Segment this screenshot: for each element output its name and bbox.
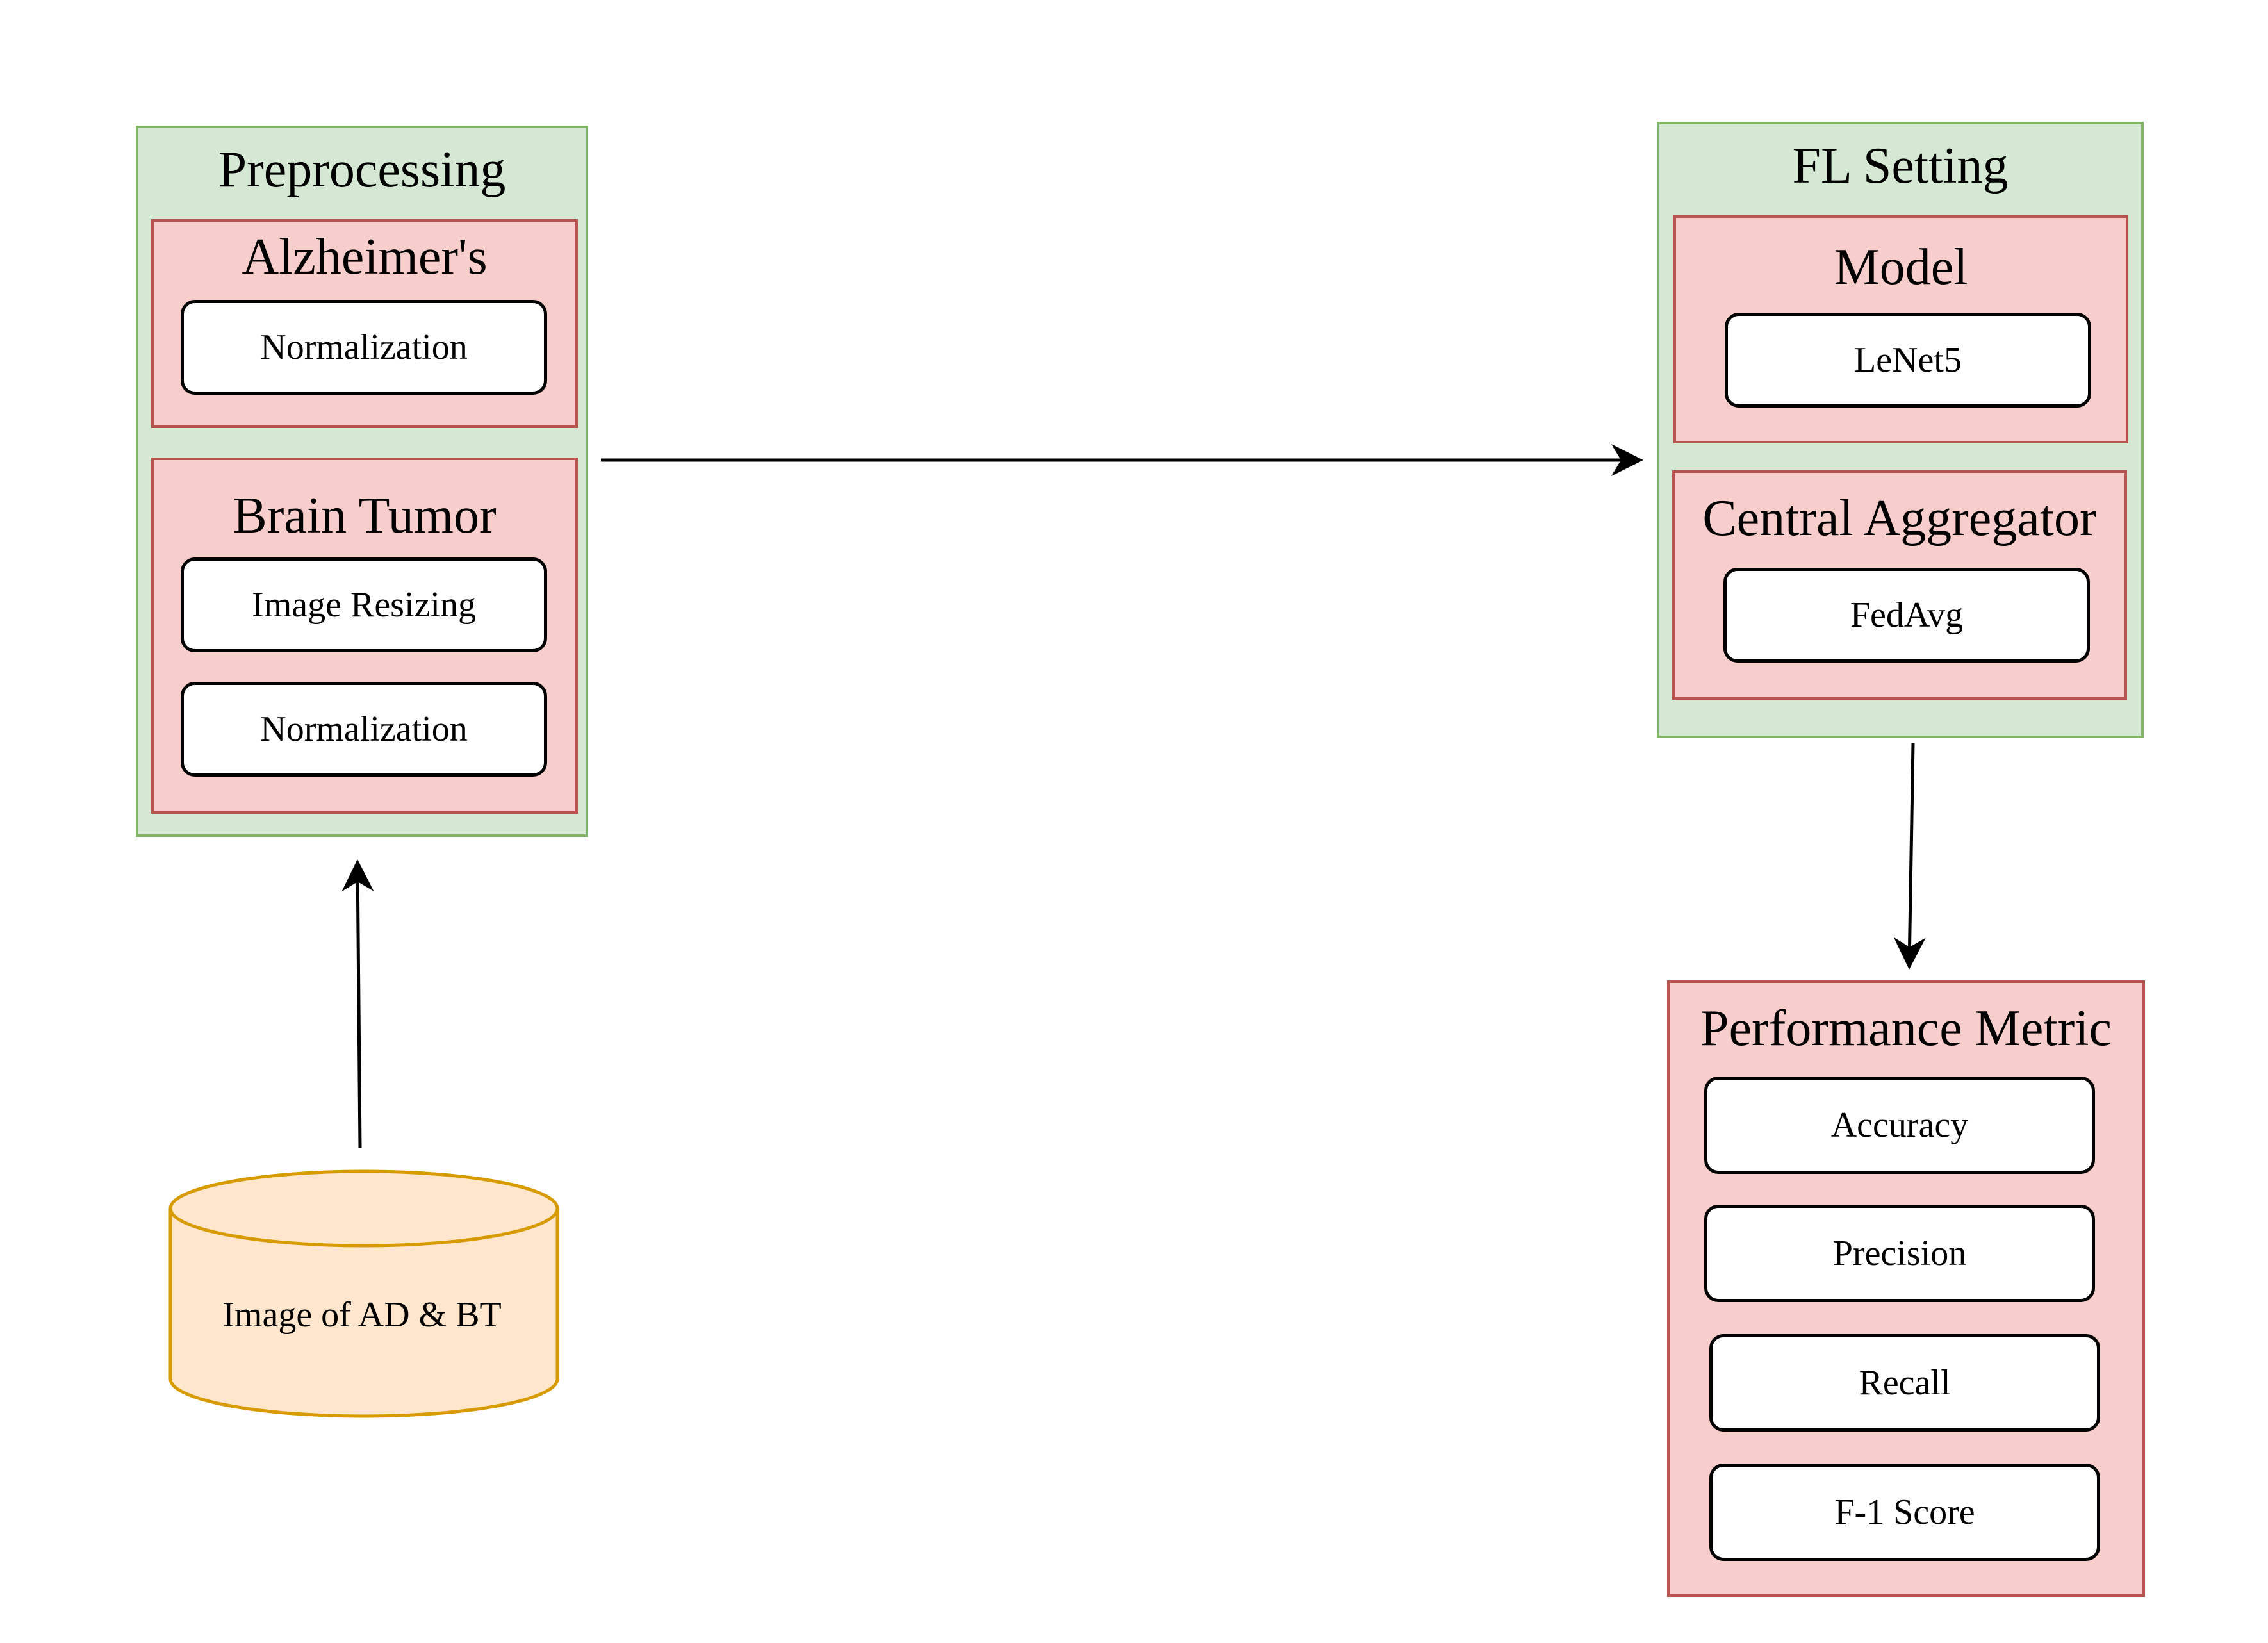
model-title: Model <box>1834 239 1968 295</box>
arrow-fl-setting-to-performance <box>1893 743 1926 970</box>
central-aggregator-title: Central Aggregator <box>1702 490 2097 547</box>
fl-setting-title: FL Setting <box>1792 138 2009 194</box>
arrow-database-to-preprocessing <box>341 859 374 1149</box>
metric-accuracy: Accuracy <box>1704 1077 2095 1174</box>
performance-metric-title: Performance Metric <box>1700 1000 2112 1057</box>
database-label: Image of AD & BT <box>222 1295 502 1335</box>
preprocessing-title: Preprocessing <box>218 142 506 198</box>
brain-tumor-resizing-step: Image Resizing <box>181 557 547 652</box>
alzheimers-title: Alzheimer's <box>242 229 488 285</box>
brain-tumor-title: Brain Tumor <box>233 488 497 544</box>
alzheimers-normalization-step: Normalization <box>181 300 547 395</box>
metric-f1-score: F-1 Score <box>1709 1464 2100 1561</box>
metric-recall: Recall <box>1709 1334 2100 1432</box>
aggregator-fedavg: FedAvg <box>1723 568 2090 663</box>
database-cylinder <box>168 1169 559 1418</box>
metric-precision: Precision <box>1704 1205 2095 1302</box>
model-lenet5: LeNet5 <box>1725 313 2091 408</box>
brain-tumor-normalization-step: Normalization <box>181 682 547 777</box>
